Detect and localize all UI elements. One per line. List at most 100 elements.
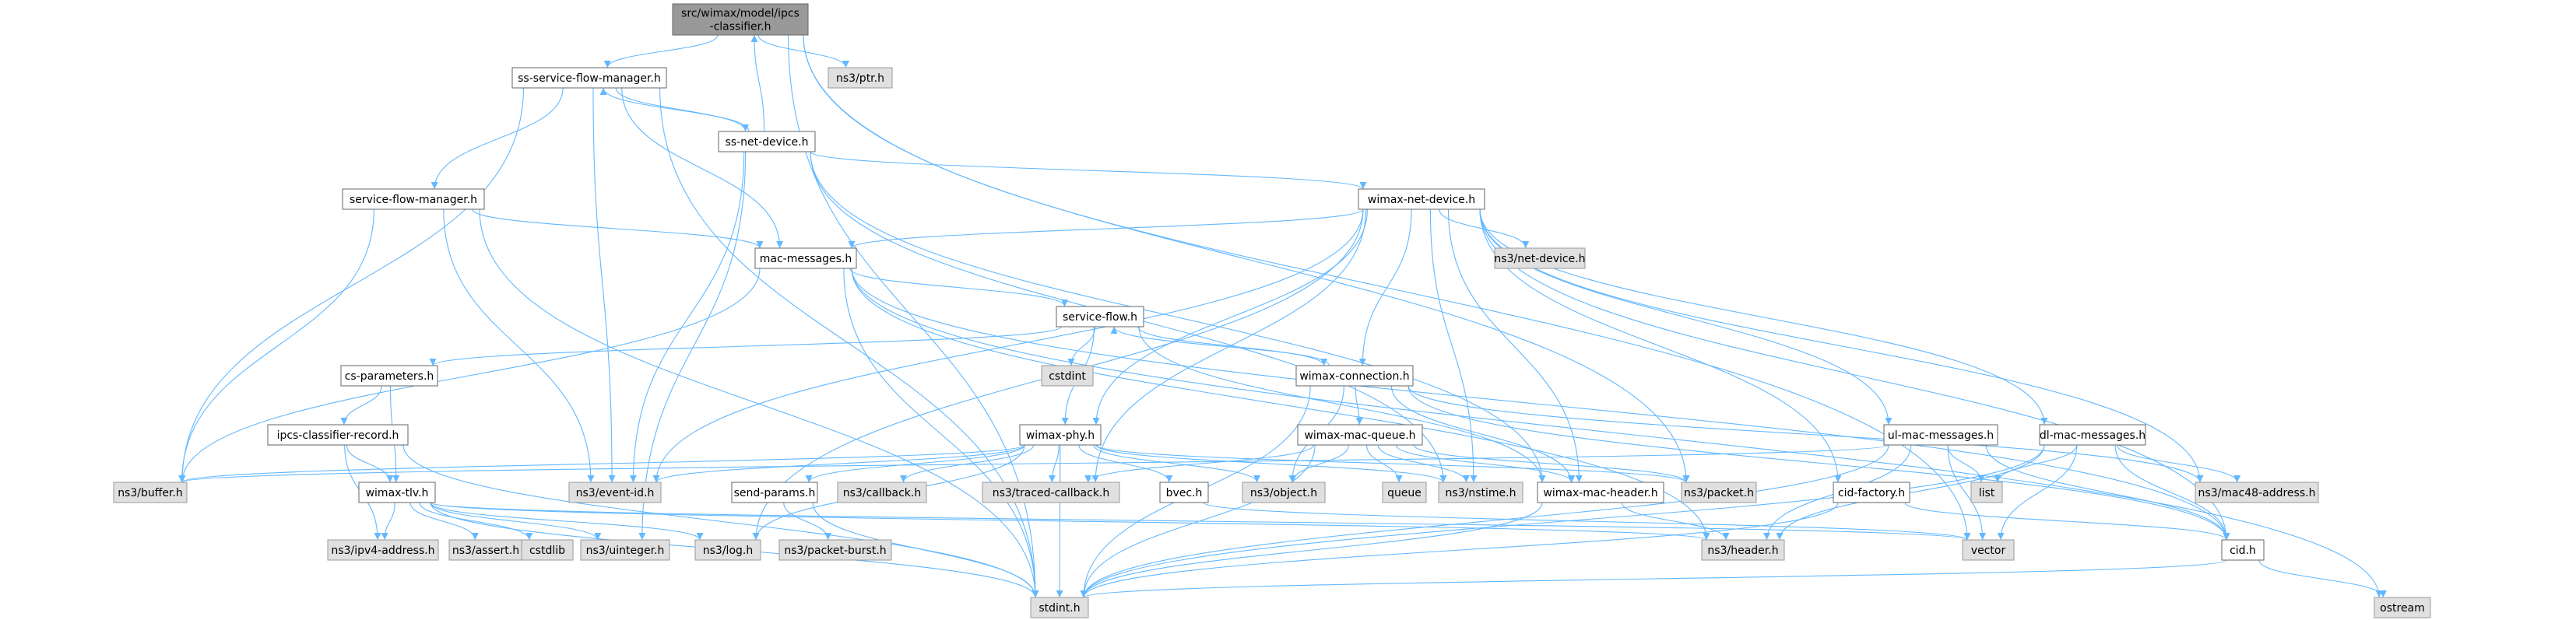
node-mac48[interactable]: ns3/mac48-address.h <box>2195 482 2319 503</box>
node-box <box>754 247 857 269</box>
node-wtlv[interactable]: wimax-tlv.h <box>358 482 436 503</box>
edge-ulmsg-to-stdint <box>1080 444 1889 598</box>
node-box <box>521 539 574 561</box>
edge-sfm-to-macmsg <box>472 208 764 249</box>
node-cstdlib[interactable]: cstdlib <box>521 539 574 561</box>
node-ptr[interactable]: ns3/ptr.h <box>828 67 893 89</box>
node-box <box>358 482 436 503</box>
edge-wnd-to-dlmsg <box>1479 208 2048 426</box>
node-object[interactable]: ns3/object.h <box>1242 482 1326 503</box>
edge-ulmsg-to-buffer <box>179 444 1889 483</box>
node-wmq[interactable]: wimax-mac-queue.h <box>1297 424 1423 446</box>
node-label: wimax-mac-header.h <box>1543 487 1657 499</box>
node-label: ns3/header.h <box>1707 545 1778 557</box>
edge-wmq-to-queue <box>1366 444 1403 483</box>
node-callback[interactable]: ns3/callback.h <box>837 482 927 503</box>
node-log[interactable]: ns3/log.h <box>694 539 761 561</box>
edge-wtlv-to-assert <box>409 502 479 541</box>
node-box <box>982 482 1120 503</box>
node-label: cid-factory.h <box>1838 487 1905 499</box>
node-bvec[interactable]: bvec.h <box>1159 482 1209 503</box>
node-cidfac[interactable]: cid-factory.h <box>1833 482 1910 503</box>
edge-csparam-to-ipcsrec <box>340 385 382 426</box>
node-vector[interactable]: vector <box>1962 539 2015 561</box>
node-ostream[interactable]: ostream <box>2374 597 2431 618</box>
node-sf[interactable]: service-flow.h <box>1056 306 1144 328</box>
node-uint[interactable]: ns3/uinteger.h <box>580 539 670 561</box>
edge-ssfm-to-buffer <box>178 87 524 483</box>
edge-macmsg-to-sf <box>849 268 1069 307</box>
node-wnd[interactable]: wimax-net-device.h <box>1358 188 1485 210</box>
node-ipcsrec[interactable]: ipcs-classifier-record.h <box>267 424 409 446</box>
node-wconn[interactable]: wimax-connection.h <box>1295 365 1414 387</box>
node-stdint[interactable]: stdint.h <box>1030 597 1089 618</box>
node-cstdint[interactable]: cstdint <box>1041 365 1094 387</box>
node-label: wimax-net-device.h <box>1368 194 1475 206</box>
node-wphy[interactable]: wimax-phy.h <box>1019 424 1102 446</box>
node-ssnd[interactable]: ss-net-device.h <box>718 131 816 152</box>
node-buffer[interactable]: ns3/buffer.h <box>113 482 188 503</box>
edge-wnd-to-eventid <box>652 208 1364 483</box>
node-label: wimax-mac-queue.h <box>1304 429 1415 442</box>
node-label: ns3/traced-callback.h <box>993 487 1110 499</box>
node-assert[interactable]: ns3/assert.h <box>448 539 523 561</box>
node-pburst[interactable]: ns3/packet-burst.h <box>778 539 892 561</box>
edge-wnd-to-wphy <box>1092 208 1368 426</box>
node-header[interactable]: ns3/header.h <box>1701 539 1785 561</box>
node-box <box>1297 424 1423 446</box>
edge-wphy-to-sendp <box>805 444 1025 483</box>
node-macmsg[interactable]: mac-messages.h <box>754 247 857 269</box>
node-sendp[interactable]: send-params.h <box>731 482 818 503</box>
node-cid[interactable]: cid.h <box>2221 539 2265 561</box>
edge-root-to-stdint <box>787 34 1039 598</box>
edge-wnd-to-ulmsg <box>1479 208 1892 426</box>
node-ulmsg[interactable]: ul-mac-messages.h <box>1883 424 1998 446</box>
edge-wconn-to-wmq <box>1355 385 1363 426</box>
node-label: stdint.h <box>1038 602 1080 615</box>
node-root[interactable]: src/wimax/model/ipcs-classifier.h <box>672 3 809 36</box>
edge-wnd-to-macmsg <box>848 208 1364 249</box>
node-sfm[interactable]: service-flow-manager.h <box>342 188 485 210</box>
node-label: ns3/uinteger.h <box>586 545 665 557</box>
node-traced[interactable]: ns3/traced-callback.h <box>982 482 1120 503</box>
node-box <box>113 482 188 503</box>
edge-root-to-ssfm <box>603 34 719 68</box>
edge-wmq-to-packet <box>1413 444 1690 483</box>
node-packet[interactable]: ns3/packet.h <box>1681 482 1757 503</box>
node-netdev[interactable]: ns3/net-device.h <box>1494 247 1586 269</box>
node-box <box>828 67 893 89</box>
node-box <box>1041 365 1094 387</box>
edge-wconn-to-cid <box>1407 385 2230 541</box>
edge-wphy-to-object <box>1093 444 1260 483</box>
edge-wmq-to-traced <box>1084 444 1314 483</box>
edge-wmq-to-nstime <box>1377 444 1470 483</box>
node-label: ns3/mac48-address.h <box>2198 487 2316 499</box>
node-box <box>1242 482 1326 503</box>
node-eventid[interactable]: ns3/event-id.h <box>568 482 662 503</box>
node-box <box>1833 482 1910 503</box>
node-list[interactable]: list <box>1970 482 2003 503</box>
node-wmh[interactable]: wimax-mac-header.h <box>1537 482 1664 503</box>
node-label: ns3/packet-burst.h <box>784 545 886 557</box>
node-dlmsg[interactable]: dl-mac-messages.h <box>2039 424 2146 446</box>
node-queue[interactable]: queue <box>1382 482 1427 503</box>
edge-dlmsg-to-header <box>1776 444 2045 541</box>
node-box <box>1962 539 2015 561</box>
node-ipv4[interactable]: ns3/ipv4-address.h <box>327 539 439 561</box>
node-box <box>1019 424 1102 446</box>
node-csparam[interactable]: cs-parameters.h <box>340 365 438 387</box>
node-label: wimax-connection.h <box>1299 370 1409 383</box>
node-box <box>2039 424 2146 446</box>
node-box <box>511 67 667 89</box>
node-nstime[interactable]: ns3/nstime.h <box>1438 482 1523 503</box>
node-label: service-flow.h <box>1063 311 1137 324</box>
edge-dlmsg-to-cid <box>2114 444 2230 541</box>
edge-wtlv-to-uint <box>430 502 602 541</box>
node-box <box>568 482 662 503</box>
edge-ssnd-to-wnd <box>810 151 1367 190</box>
edge-cidfac-to-cid <box>1904 502 2230 541</box>
node-ssfm[interactable]: ss-service-flow-manager.h <box>511 67 667 89</box>
node-box <box>580 539 670 561</box>
node-label: -classifier.h <box>710 21 771 33</box>
edge-ssnd-to-eventid <box>629 151 745 483</box>
